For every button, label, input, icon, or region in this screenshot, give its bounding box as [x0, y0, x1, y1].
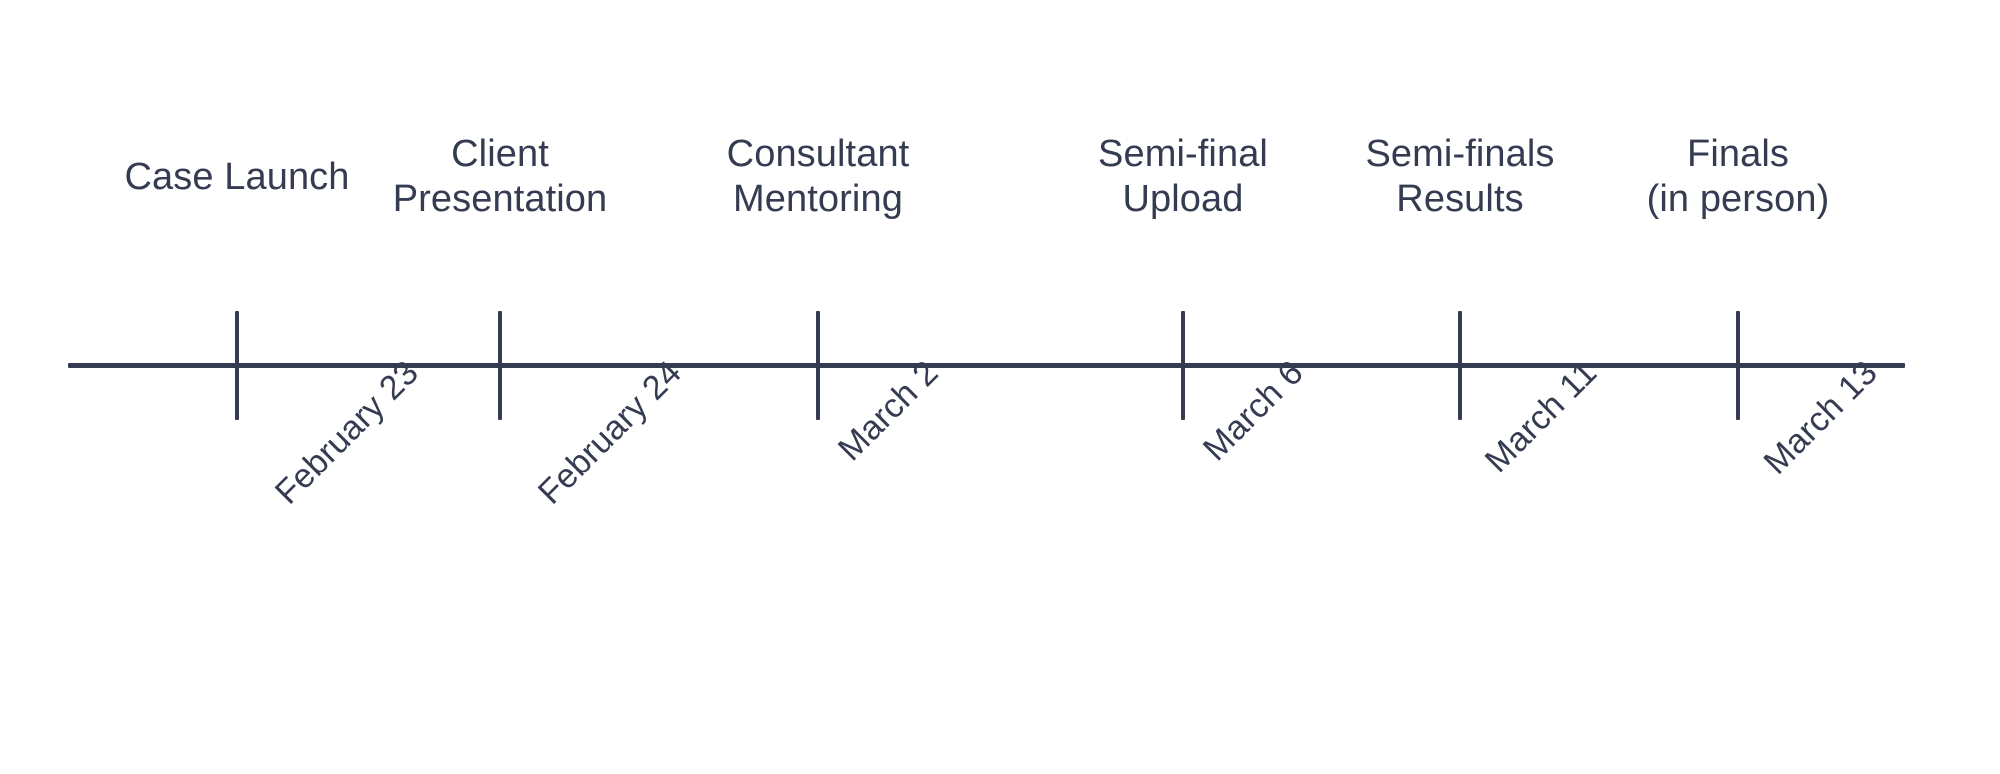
date-label-february-24: February 24	[530, 353, 689, 512]
timeline-tick-2	[498, 311, 502, 420]
event-label-consultant-mentoring: Consultant Mentoring	[726, 133, 910, 220]
date-label-march-6: March 6	[1195, 353, 1311, 469]
timeline-tick-6	[1736, 311, 1740, 420]
timeline-tick-4	[1181, 311, 1185, 420]
date-label-march-2: March 2	[830, 353, 946, 469]
event-label-semi-final-upload: Semi-final Upload	[1098, 133, 1268, 220]
event-label-finals-in-person: Finals (in person)	[1646, 133, 1830, 220]
event-label-case-launch: Case Launch	[124, 156, 350, 198]
event-label-semi-finals-results: Semi-finals Results	[1365, 133, 1555, 220]
event-label-client-presentation: Client Presentation	[392, 133, 608, 220]
timeline-axis	[68, 363, 1905, 368]
timeline-tick-5	[1458, 311, 1462, 420]
date-label-march-13: March 13	[1756, 353, 1885, 482]
date-label-march-11: March 11	[1477, 353, 1605, 481]
timeline-tick-1	[235, 311, 239, 420]
timeline-tick-3	[816, 311, 820, 420]
date-label-february-23: February 23	[267, 353, 426, 512]
